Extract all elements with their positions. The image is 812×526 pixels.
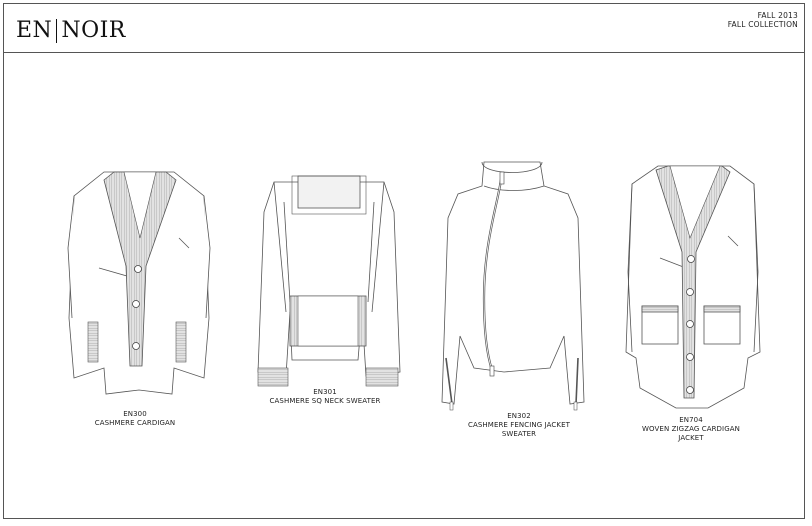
item-caption-1: EN300 CASHMERE CARDIGAN	[60, 410, 210, 428]
item-caption-3: EN302 CASHMERE FENCING JACKET SWEATER	[444, 412, 594, 439]
cardigan-pocket-right	[175, 321, 187, 363]
brand-name-right: NOIR	[61, 18, 126, 43]
zigzag-button	[686, 386, 694, 394]
item-code: EN301	[313, 388, 337, 396]
sketch-cashmere-cardigan	[67, 171, 211, 395]
sweater-cuff-left	[257, 367, 289, 387]
square-neckline	[297, 175, 361, 209]
lookbook-frame: EN NOIR FALL 2013 FALL COLLECTION	[3, 3, 805, 519]
sketch-zigzag-cardigan	[625, 165, 761, 409]
cardigan-button	[132, 300, 140, 308]
item-name-line-2: SWEATER	[501, 430, 537, 438]
zigzag-button	[686, 353, 694, 361]
item-name: CASHMERE CARDIGAN	[94, 419, 176, 427]
item-name: CASHMERE SQ NECK SWEATER	[269, 397, 381, 405]
zigzag-button	[686, 288, 694, 296]
sleeve-zip-left	[445, 357, 453, 405]
item-code: EN300	[123, 410, 147, 418]
brand-name-left: EN	[16, 18, 53, 43]
season-line-2: FALL COLLECTION	[727, 20, 798, 29]
sweater-cuff-right	[365, 367, 399, 387]
brand-logo: EN NOIR	[16, 18, 126, 43]
item-caption-4: EN704 WOVEN ZIGZAG CARDIGAN JACKET	[616, 416, 766, 443]
item-caption-2: EN301 CASHMERE SQ NECK SWEATER	[250, 388, 400, 406]
cardigan-pocket-left	[87, 321, 99, 363]
zigzag-button	[687, 255, 695, 263]
sleeve-zip-right	[575, 357, 579, 405]
cardigan-button	[132, 342, 140, 350]
item-code: EN302	[507, 412, 531, 420]
page-header: EN NOIR FALL 2013 FALL COLLECTION	[4, 4, 804, 53]
sketch-fencing-jacket	[441, 161, 585, 411]
item-code: EN704	[679, 416, 703, 424]
zigzag-button	[686, 320, 694, 328]
season-label: FALL 2013 FALL COLLECTION	[728, 11, 798, 29]
item-name: WOVEN ZIGZAG CARDIGAN	[642, 425, 740, 433]
item-name: CASHMERE FENCING JACKET	[468, 421, 570, 429]
sketch-sq-neck-sweater	[257, 175, 401, 387]
brand-divider	[56, 18, 58, 43]
item-name-line-2: JACKET	[678, 434, 704, 442]
cardigan-button	[134, 265, 142, 273]
season-line-1: FALL 2013	[757, 11, 798, 20]
